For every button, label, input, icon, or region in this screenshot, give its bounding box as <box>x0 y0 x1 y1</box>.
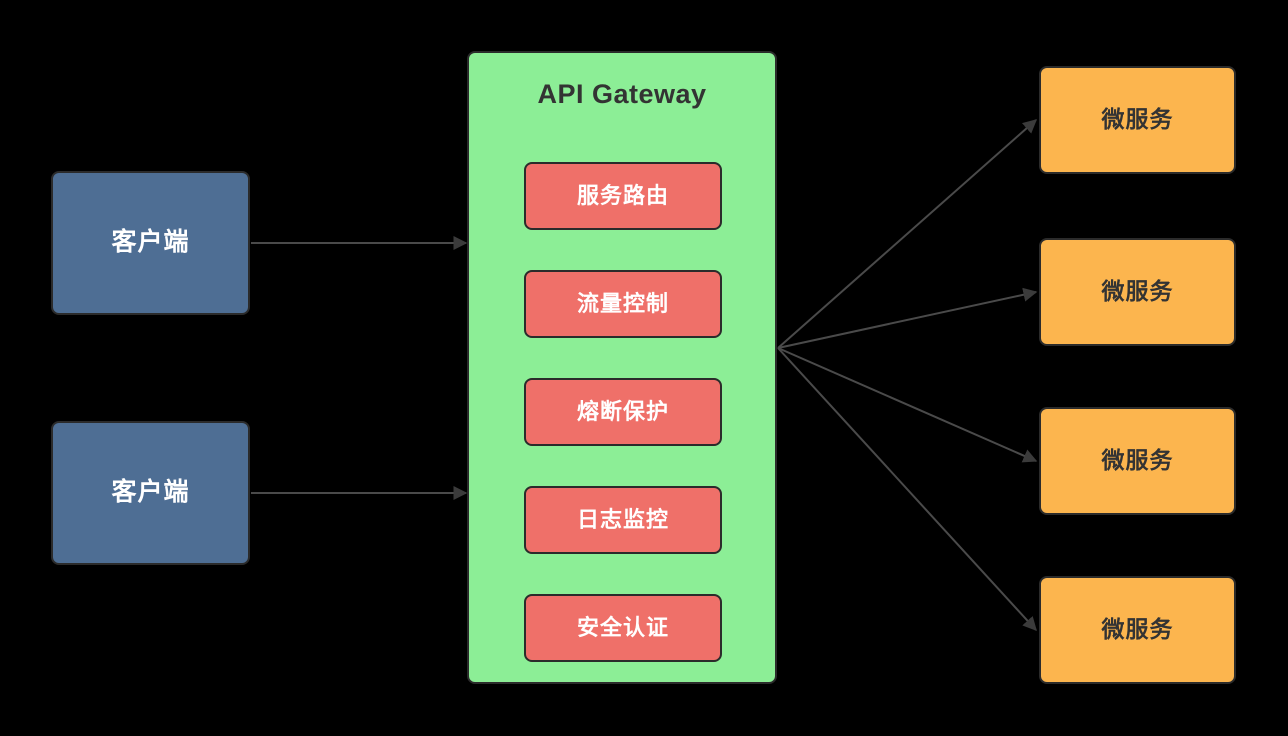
microservice-node-2-label: 微服务 <box>1101 278 1174 305</box>
gateway-feature-rate-limiting[interactable]: 流量控制 <box>524 270 722 338</box>
microservice-node-1-label: 微服务 <box>1101 106 1174 133</box>
microservice-node-4[interactable]: 微服务 <box>1039 576 1236 684</box>
client-node-1-label: 客户端 <box>111 228 190 257</box>
edge-gateway-service1 <box>777 119 1038 349</box>
microservice-node-3[interactable]: 微服务 <box>1039 407 1236 515</box>
gateway-feature-service-routing-label: 服务路由 <box>576 182 669 208</box>
microservice-node-2[interactable]: 微服务 <box>1039 238 1236 346</box>
client-node-1[interactable]: 客户端 <box>51 171 250 315</box>
gateway-feature-security-auth[interactable]: 安全认证 <box>524 594 722 662</box>
edge-gateway-service4 <box>777 347 1037 632</box>
gateway-feature-log-monitoring-label: 日志监控 <box>576 506 669 532</box>
edge-gateway-service2 <box>777 287 1038 349</box>
edge-gateway-service3 <box>777 347 1038 463</box>
api-gateway-panel[interactable]: API Gateway 服务路由 流量控制 熔断保护 日志监控 安全认证 <box>467 51 777 684</box>
gateway-feature-circuit-breaker-label: 熔断保护 <box>576 398 669 424</box>
gateway-feature-service-routing[interactable]: 服务路由 <box>524 162 722 230</box>
microservice-node-4-label: 微服务 <box>1101 616 1174 643</box>
microservice-node-3-label: 微服务 <box>1101 447 1174 474</box>
api-gateway-title: API Gateway <box>537 79 707 109</box>
gateway-feature-circuit-breaker[interactable]: 熔断保护 <box>524 378 722 446</box>
gateway-feature-rate-limiting-label: 流量控制 <box>576 290 669 316</box>
gateway-feature-security-auth-label: 安全认证 <box>576 614 669 640</box>
client-node-2[interactable]: 客户端 <box>51 421 250 565</box>
microservice-node-1[interactable]: 微服务 <box>1039 66 1236 174</box>
client-node-2-label: 客户端 <box>111 478 190 507</box>
gateway-feature-log-monitoring[interactable]: 日志监控 <box>524 486 722 554</box>
